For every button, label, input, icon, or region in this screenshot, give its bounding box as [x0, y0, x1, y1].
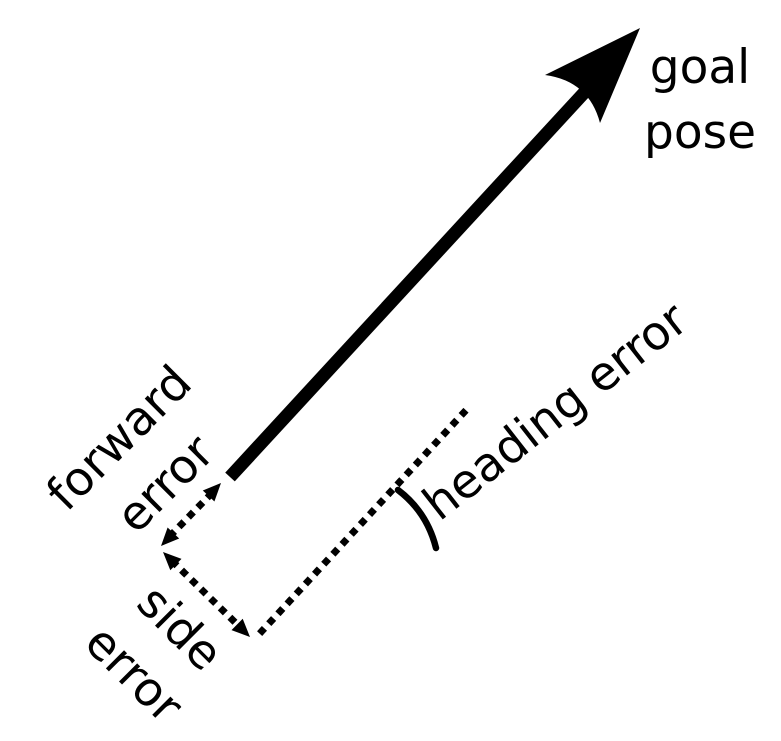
goal-pose-arrow-shaft: [225, 77, 599, 482]
heading-angle-arc: [394, 486, 440, 552]
goal-pose-label-line1: goal: [649, 40, 751, 95]
goal-pose-arrowhead-icon: [545, 28, 640, 123]
forward-error-arrowhead-top-icon: [202, 483, 221, 502]
side-error-dotted-line: [169, 558, 244, 631]
side-error-arrowhead-bottom-icon: [231, 618, 250, 637]
side-error-arrowhead-top-icon: [163, 552, 182, 571]
goal-pose-label-line2: pose: [644, 104, 756, 160]
forward-error-arrow: [161, 483, 221, 546]
forward-error-dotted-line: [167, 490, 215, 539]
side-error-arrow: [163, 552, 250, 637]
goal-pose-label: goal pose: [600, 36, 781, 166]
forward-error-arrowhead-bottom-icon: [161, 527, 180, 546]
goal-pose-arrow: [225, 28, 640, 482]
heading-reference-dotted-line: [257, 403, 473, 636]
